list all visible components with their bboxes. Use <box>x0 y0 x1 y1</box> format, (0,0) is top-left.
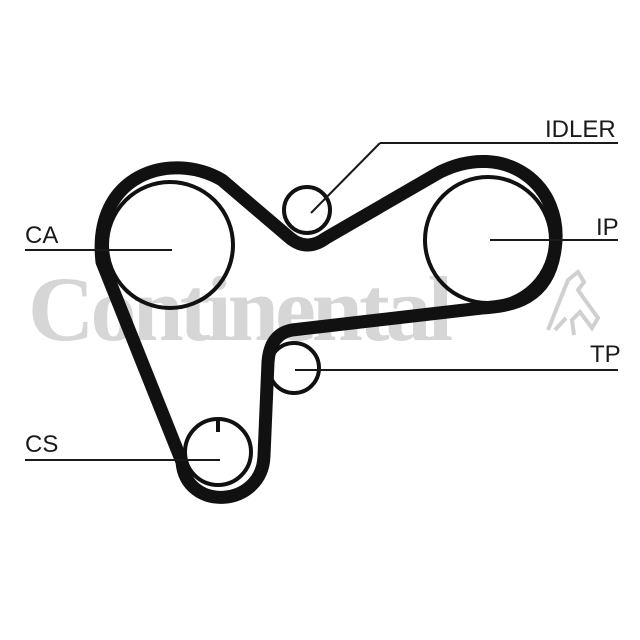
horse-logo-icon <box>546 269 601 336</box>
watermark-logo-text: Continental <box>28 258 452 360</box>
leader-lines <box>25 142 618 461</box>
label-cs: CS <box>25 431 58 458</box>
label-tp: TP <box>590 341 621 368</box>
idler-pulley <box>282 185 332 235</box>
label-ca: CA <box>25 222 58 249</box>
label-ip: IP <box>596 214 619 241</box>
label-idler: IDLER <box>545 116 616 143</box>
timing-belt <box>94 155 563 504</box>
idler-leader-diagonal <box>310 142 381 214</box>
